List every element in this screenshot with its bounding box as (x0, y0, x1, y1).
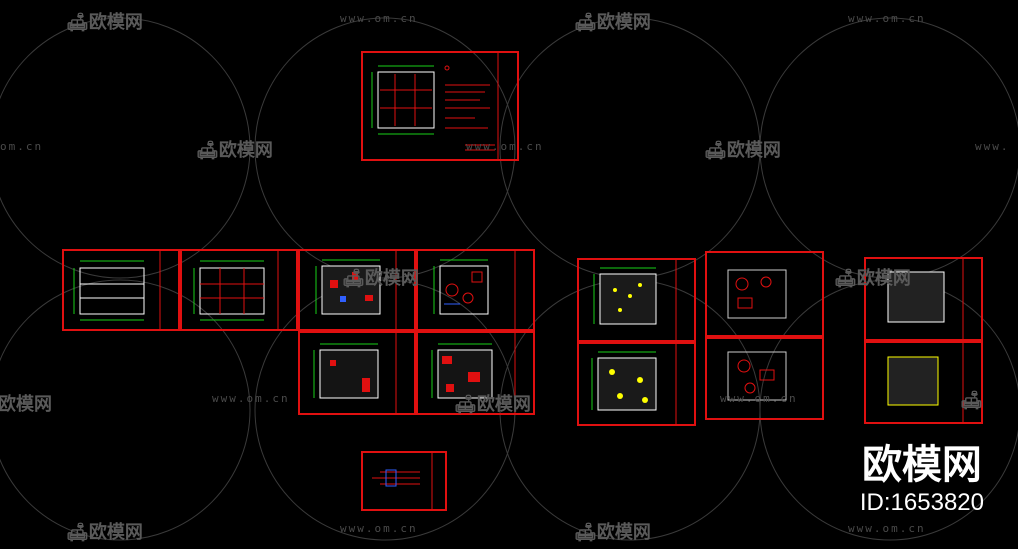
watermark-url: om.cn (0, 140, 44, 153)
drawing-sheet-floorplan-6[interactable] (416, 331, 535, 415)
drawing-sheet-material-2[interactable] (864, 341, 983, 424)
watermark-brand: 🛋欧模网 (342, 268, 419, 289)
resource-id-badge: 欧模网 ID:1653820 (860, 442, 984, 518)
drawing-sheet-ceiling-2[interactable] (577, 342, 696, 426)
watermark-brand: 🛋欧模网 (574, 522, 651, 543)
drawing-sheet-material-1[interactable] (864, 257, 983, 341)
drawing-sheet-small-detail[interactable] (361, 451, 447, 511)
watermark-brand: 🛋欧模网 (66, 522, 143, 543)
watermark-brand: 🛋欧模网 (704, 140, 781, 161)
sofa-icon: 🛋 (454, 394, 477, 415)
drawing-sheet-cover[interactable] (361, 51, 519, 161)
watermark-url: www.om.cn (848, 522, 926, 535)
watermark-url: www.om.cn (340, 12, 418, 25)
drawing-sheet-floorplan-2[interactable] (180, 249, 298, 331)
watermark-brand: 🛋欧模网 (454, 394, 531, 415)
watermark-url: www.om.cn (466, 140, 544, 153)
drawing-sheet-floorplan-1[interactable] (62, 249, 180, 331)
sofa-icon: 🛋 (342, 268, 365, 289)
sofa-icon: 🛋 (66, 12, 89, 33)
badge-brand: 欧模网 (861, 442, 982, 488)
watermark-brand: 🛋欧模网 (196, 140, 273, 161)
watermark-url: www.om.cn (212, 392, 290, 405)
drawing-sheet-elevation-1[interactable] (705, 251, 824, 339)
watermark-url: www. (975, 140, 1010, 153)
drawing-sheet-floorplan-3[interactable] (298, 249, 416, 331)
sofa-icon: 🛋 (196, 140, 219, 161)
watermark-url: www.om.cn (720, 392, 798, 405)
sofa-icon: 🛋 (574, 12, 597, 33)
drawing-sheet-floorplan-4[interactable] (416, 249, 535, 331)
sofa-icon: 🛋 (834, 268, 857, 289)
watermark-brand: 🛋欧模网 (66, 12, 143, 33)
drawing-sheet-elevation-2[interactable] (705, 335, 824, 420)
badge-id: ID:1653820 (859, 489, 984, 516)
watermark-brand: 🛋 (960, 390, 983, 411)
watermark-brand: 🛋欧模网 (834, 268, 911, 289)
watermark-brand: 欧模网 (0, 394, 52, 415)
watermark-brand: 🛋欧模网 (574, 12, 651, 33)
sofa-icon: 🛋 (704, 140, 727, 161)
watermark-url: www.om.cn (340, 522, 418, 535)
drawing-sheet-ceiling-1[interactable] (577, 258, 696, 342)
sofa-icon: 🛋 (66, 522, 89, 543)
sofa-icon: 🛋 (574, 522, 597, 543)
sofa-icon: 🛋 (960, 390, 983, 411)
drawing-sheet-floorplan-5[interactable] (298, 331, 416, 415)
watermark-url: www.om.cn (848, 12, 926, 25)
